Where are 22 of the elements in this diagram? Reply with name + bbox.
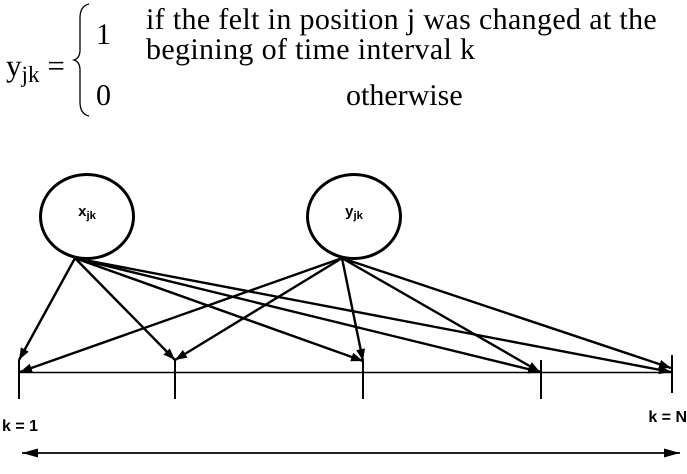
variable-label: y$_{jk}$ bbox=[345, 204, 363, 220]
index-label: k = N bbox=[648, 409, 687, 427]
circle-node bbox=[39, 173, 135, 260]
arrow bbox=[174, 257, 343, 362]
tick-mark bbox=[540, 360, 542, 399]
index-label: k = 1 bbox=[2, 418, 38, 436]
arrow bbox=[74, 257, 176, 361]
tick-mark bbox=[18, 360, 20, 399]
arrow bbox=[341, 257, 541, 374]
case-value: 1 bbox=[96, 20, 111, 50]
formula-lhs: y$_{jk}$ = bbox=[6, 47, 65, 88]
tick-mark bbox=[362, 361, 364, 399]
tick-mark bbox=[671, 355, 673, 393]
arrow bbox=[18, 258, 76, 361]
arrow bbox=[340, 258, 365, 362]
circle-node bbox=[306, 173, 402, 260]
tick-mark bbox=[174, 360, 176, 399]
case-value: 0 bbox=[96, 81, 111, 111]
condition-text: if the felt in position j was changed at the begining of time interval k bbox=[146, 5, 658, 65]
arrow bbox=[20, 256, 342, 374]
variable-label: x$_{jk}$ bbox=[78, 204, 96, 220]
condition-text: otherwise bbox=[346, 81, 463, 111]
